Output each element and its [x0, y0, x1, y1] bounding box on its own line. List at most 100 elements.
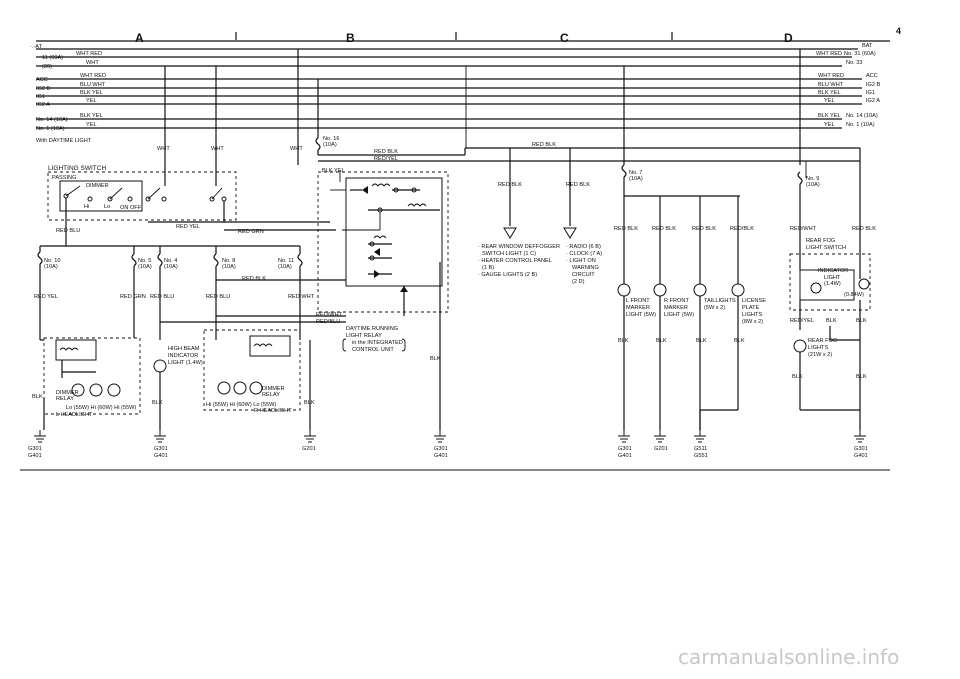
- svg-text:L FRONT: L FRONT: [626, 298, 650, 304]
- wire-label: BLK: [304, 400, 315, 406]
- wire-label: RED/YEL: [790, 318, 814, 324]
- wire-label: WHT RED: [816, 51, 842, 57]
- svg-text:(10A): (10A): [138, 264, 152, 270]
- svg-text:HIGH BEAM: HIGH BEAM: [168, 346, 200, 352]
- wire-label: BLK YEL: [818, 113, 841, 119]
- svg-text:G301: G301: [154, 446, 168, 452]
- svg-text:LIGHTS: LIGHTS: [808, 345, 828, 351]
- license-light-bulb: [731, 283, 745, 297]
- wire-label: BLK: [734, 338, 745, 344]
- fuse-no7: No. 7 (10A): [621, 164, 740, 197]
- rail-label: No. 14 (10A): [846, 113, 878, 119]
- svg-text:(8W x 2): (8W x 2): [742, 319, 763, 325]
- fuse-no9: No. 9 (10A): [797, 171, 820, 226]
- wire-label: RED/WHT: [790, 226, 817, 232]
- svg-text:No. 7: No. 7: [629, 170, 642, 176]
- svg-text:REAR FOG: REAR FOG: [808, 338, 837, 344]
- svg-text:DIMMER: DIMMER: [86, 183, 109, 189]
- svg-text:CONTROL UNIT: CONTROL UNIT: [352, 347, 394, 353]
- wire-label: RED/YEL: [374, 156, 398, 162]
- svg-text:(21W x 2): (21W x 2): [808, 352, 832, 358]
- section-label-c: C: [560, 31, 569, 45]
- svg-text:R FRONT: R FRONT: [664, 298, 689, 304]
- svg-text:R HEADLIGHT: R HEADLIGHT: [254, 408, 292, 414]
- svg-text:Hi: Hi: [84, 204, 89, 210]
- high-beam-indicator: HIGH BEAM INDICATOR LIGHT (1.4W): [153, 346, 203, 430]
- svg-text:MARKER: MARKER: [626, 305, 650, 311]
- rail-label: IG1: [866, 90, 875, 96]
- section-label-a: A: [135, 31, 144, 45]
- rail-label: (20): [42, 64, 52, 70]
- wire-label: RED/BLU: [316, 319, 340, 325]
- svg-text:No. 10: No. 10: [44, 258, 60, 264]
- section-label-d: D: [784, 31, 793, 45]
- svg-text:· HEATER CONTROL PANEL: · HEATER CONTROL PANEL: [478, 258, 552, 264]
- svg-text:No. 16: No. 16: [323, 136, 339, 142]
- rail-label: IG2 A: [36, 102, 50, 108]
- svg-text:LIGHT (5W): LIGHT (5W): [664, 312, 694, 318]
- svg-text:(10A): (10A): [278, 264, 292, 270]
- svg-text:(10A): (10A): [222, 264, 236, 270]
- svg-text:L HEADLIGHT: L HEADLIGHT: [56, 412, 93, 418]
- svg-text:G401: G401: [154, 453, 168, 459]
- svg-text:PLATE: PLATE: [742, 305, 760, 311]
- rail-feeds: [164, 49, 801, 165]
- svg-text:CIRCUIT: CIRCUIT: [572, 272, 595, 278]
- wire-label: RED BLU: [150, 294, 174, 300]
- wire-label: RED BLK: [692, 226, 716, 232]
- wire-label: RED BLK: [374, 149, 398, 155]
- rail-label: No. 14 (10A): [36, 117, 68, 123]
- svg-text:G401: G401: [618, 453, 632, 459]
- svg-text:(2 D): (2 D): [572, 279, 585, 285]
- wire-label: RED YEL: [34, 294, 58, 300]
- svg-text:RELAY: RELAY: [56, 396, 74, 402]
- wire-label: RED/BLK: [730, 226, 754, 232]
- wire-label: YEL: [86, 98, 97, 104]
- svg-text:(10A): (10A): [806, 182, 820, 188]
- svg-text:G201: G201: [302, 446, 316, 452]
- wire-label: RED GRN: [238, 229, 264, 235]
- svg-text:LIGHTS: LIGHTS: [742, 312, 762, 318]
- wire-label: RED BLK: [532, 142, 556, 148]
- fuse-no11: No. 11 (10A): [278, 253, 303, 340]
- svg-text:WARNING: WARNING: [572, 265, 599, 271]
- wire-label: BLK YEL: [80, 90, 103, 96]
- wire-label: RED YEL: [176, 224, 200, 230]
- l-front-marker-bulb: [617, 283, 631, 297]
- power-rails: [36, 48, 862, 129]
- wire-label: WHT RED: [818, 73, 844, 79]
- wire-label: WHT: [157, 146, 170, 152]
- svg-text:G301: G301: [434, 446, 448, 452]
- wire-label: BLK: [152, 400, 163, 406]
- wire-label: WHT RED: [80, 73, 106, 79]
- ground-g511-g551: G511 G551: [694, 430, 708, 459]
- svg-text:INDICATOR: INDICATOR: [818, 268, 848, 274]
- wire-label: RED BLK: [614, 226, 638, 232]
- l-headlight-dimmer-relay: DIMMER RELAY Lo (55W) Hi (60W) Hi (55W) …: [40, 337, 141, 418]
- svg-text:MARKER: MARKER: [664, 305, 688, 311]
- rear-fog-light-switch: INDICATOR LIGHT (1.4W) (0.84W): [789, 226, 871, 311]
- wire-label: BLK: [856, 318, 867, 324]
- svg-text:TAILLIGHTS: TAILLIGHTS: [704, 298, 736, 304]
- fuse-no4: No. 4 (10A): [157, 246, 178, 340]
- wire-label: WHT: [211, 146, 224, 152]
- svg-text:(10A): (10A): [44, 264, 58, 270]
- fuse-no8: No. 8 (10A): [213, 253, 236, 340]
- svg-text:No. 9: No. 9: [806, 176, 819, 182]
- wire-label: RED BLU: [56, 228, 80, 234]
- svg-text:LIGHT (1.4W): LIGHT (1.4W): [168, 360, 203, 366]
- wire-label: BLK: [32, 394, 43, 400]
- wire-label: BLK YEL: [818, 90, 841, 96]
- svg-text:(0.84W): (0.84W): [844, 292, 864, 298]
- wire-label: YEL: [86, 122, 97, 128]
- wire-label: RED BLK: [652, 226, 676, 232]
- svg-text:(5W x 2): (5W x 2): [704, 305, 725, 311]
- section-label-b: B: [346, 31, 355, 45]
- rear-fog-switch-label: REAR FOG: [806, 238, 835, 244]
- svg-text:LIGHT RELAY: LIGHT RELAY: [346, 333, 382, 339]
- svg-text:No. 5: No. 5: [138, 258, 151, 264]
- svg-text:· REAR WINDOW DEFFOGGER: · REAR WINDOW DEFFOGGER: [478, 244, 560, 250]
- svg-text:Lo (55W) Hi (60W) Hi (55W): Lo (55W) Hi (60W) Hi (55W): [66, 405, 136, 411]
- wire-label: RED BLK: [852, 226, 876, 232]
- wire-label: RED BLK: [242, 276, 266, 282]
